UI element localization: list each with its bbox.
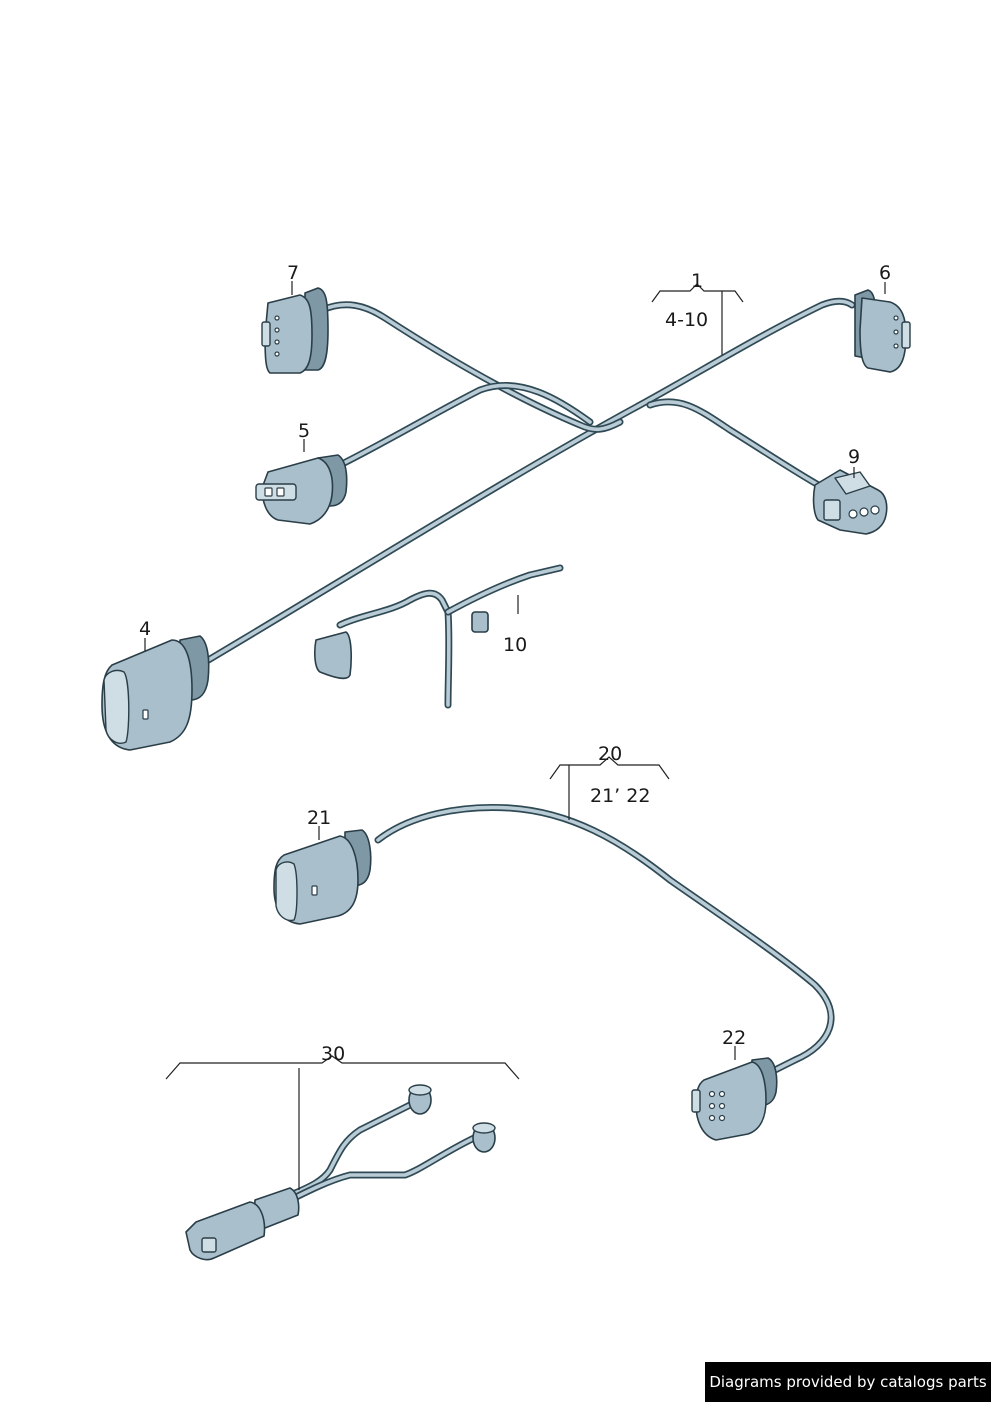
- callout-4: 4: [139, 618, 151, 640]
- harness-20-wires: [374, 804, 835, 1074]
- connector-5: [255, 454, 348, 525]
- connector-21: [273, 829, 372, 925]
- connector-7: [261, 287, 329, 374]
- harness-10: [314, 564, 564, 709]
- callout-9: 9: [848, 446, 860, 468]
- harness-30: [185, 1084, 496, 1261]
- callout-6: 6: [879, 262, 891, 284]
- callout-1-range: 4-10: [665, 309, 708, 331]
- connector-9: [812, 469, 888, 535]
- callout-5: 5: [298, 420, 310, 442]
- callout-20: 20: [598, 743, 622, 765]
- connector-6: [854, 289, 911, 373]
- callout-22: 22: [722, 1027, 746, 1049]
- callouts: 7 6 1 4-10 5 9 4 10 20 21’ 22 21 22 3: [139, 262, 891, 1190]
- callout-21: 21: [307, 807, 331, 829]
- callout-30: 30: [321, 1043, 345, 1065]
- connector-22: [691, 1057, 778, 1141]
- footer-credit: Diagrams provided by catalogs parts: [705, 1362, 991, 1402]
- harness-1-wires: [201, 297, 856, 666]
- connector-4: [101, 635, 210, 751]
- callout-7: 7: [287, 262, 299, 284]
- footer-credit-text: Diagrams provided by catalogs parts: [709, 1373, 987, 1391]
- callout-10: 10: [503, 634, 527, 656]
- callout-1: 1: [691, 270, 703, 292]
- callout-20-range: 21’ 22: [590, 785, 650, 807]
